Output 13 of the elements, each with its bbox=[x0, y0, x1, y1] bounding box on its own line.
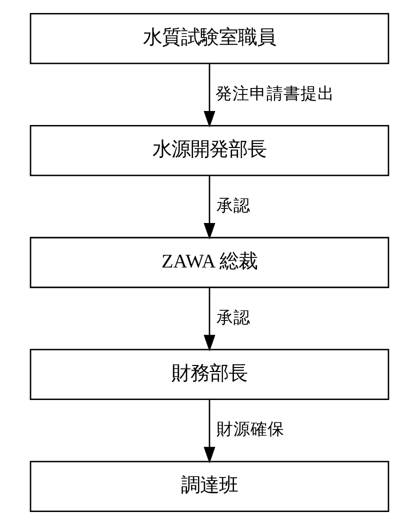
edge-label: 発注申請書提出 bbox=[215, 84, 334, 103]
node-box: ZAWA 総裁 bbox=[29, 236, 389, 288]
node-box: 水質試験室職員 bbox=[29, 13, 389, 64]
edge-label: 承認 bbox=[216, 196, 250, 215]
edge-label: 財源確保 bbox=[216, 420, 284, 439]
node-box: 財務部長 bbox=[29, 348, 389, 400]
arrow bbox=[203, 176, 215, 240]
arrow bbox=[203, 64, 215, 128]
edge-label: 承認 bbox=[216, 308, 250, 327]
arrow bbox=[203, 400, 215, 464]
node-box: 水源開発部長 bbox=[29, 125, 389, 176]
arrow bbox=[203, 288, 215, 352]
node-box: 調達班 bbox=[29, 460, 389, 512]
